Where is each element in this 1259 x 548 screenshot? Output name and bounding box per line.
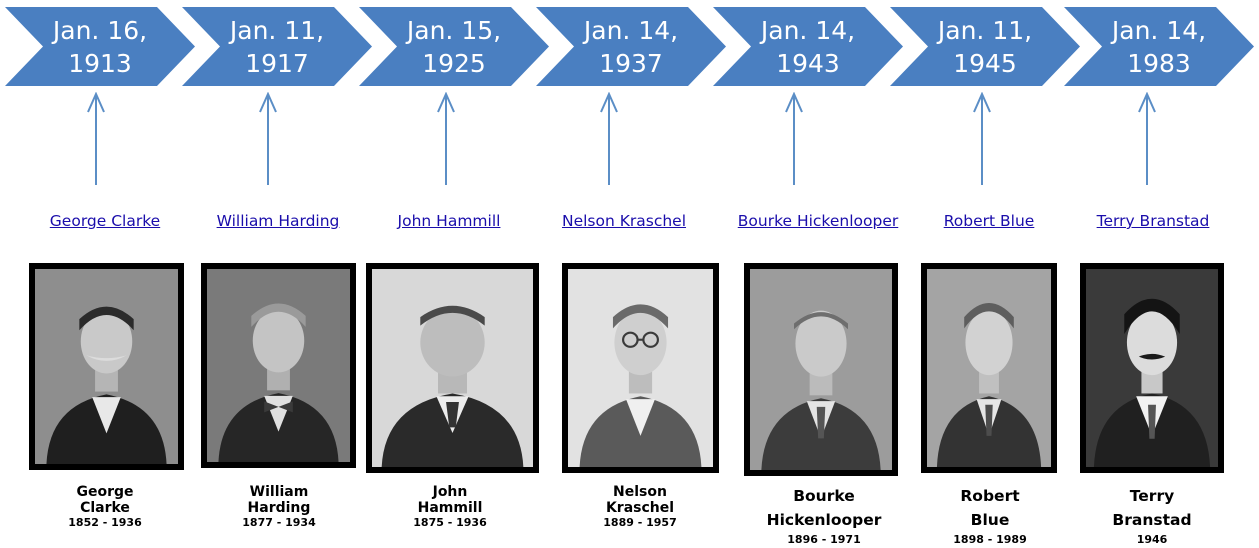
date-chevron-1943: Jan. 14, 1943 bbox=[713, 7, 903, 86]
date-chevron-1983: Jan. 14, 1983 bbox=[1064, 7, 1254, 86]
link-terry-branstad[interactable]: Terry Branstad bbox=[1096, 212, 1210, 230]
up-arrow-icon bbox=[437, 92, 455, 185]
date-line2: 1913 bbox=[68, 48, 132, 78]
portrait-photo bbox=[750, 269, 892, 470]
link-john-hammill[interactable]: John Hammill bbox=[397, 212, 501, 230]
caption-first-name: Robert bbox=[960, 487, 1020, 505]
portrait-robert-blue bbox=[921, 263, 1057, 473]
date-line1: Jan. 14, bbox=[1111, 15, 1207, 45]
date-chevron-1917: Jan. 11, 1917 bbox=[182, 7, 372, 86]
caption-first-name: William bbox=[249, 484, 309, 500]
portrait-john-hammill bbox=[366, 263, 539, 473]
date-line1: Jan. 11, bbox=[229, 15, 325, 45]
link-george-clarke[interactable]: George Clarke bbox=[49, 212, 161, 230]
caption-robert-blue: Robert Blue 1898 - 1989 bbox=[915, 484, 1065, 548]
portrait-photo bbox=[568, 269, 713, 467]
date-line2: 1937 bbox=[599, 48, 663, 78]
caption-first-name: Terry bbox=[1129, 487, 1175, 505]
portrait-photo bbox=[927, 269, 1051, 467]
date-chevron-1937: Jan. 14, 1937 bbox=[536, 7, 726, 86]
portrait-terry-branstad bbox=[1080, 263, 1224, 473]
caption-last-name: Kraschel bbox=[605, 500, 675, 516]
date-chevron-1913: Jan. 16, 1913 bbox=[5, 7, 195, 86]
portrait-bourke-hickenlooper bbox=[744, 263, 898, 476]
date-line1: Jan. 16, bbox=[52, 15, 148, 45]
caption-last-name: Hickenlooper bbox=[766, 511, 882, 529]
caption-years: 1877 - 1934 bbox=[242, 516, 316, 529]
caption-first-name: Nelson bbox=[613, 484, 667, 500]
caption-years: 1898 - 1989 bbox=[953, 533, 1027, 546]
caption-last-name: Hammill bbox=[417, 500, 483, 516]
caption-last-name: Branstad bbox=[1112, 511, 1192, 529]
caption-first-name: George bbox=[76, 484, 134, 500]
caption-john-hammill: John Hammill 1875 - 1936 bbox=[375, 484, 525, 529]
portrait-nelson-kraschel bbox=[562, 263, 719, 473]
date-line2: 1983 bbox=[1127, 48, 1191, 78]
caption-terry-branstad: Terry Branstad 1946 bbox=[1077, 484, 1227, 548]
portrait-photo bbox=[1086, 269, 1218, 467]
caption-nelson-kraschel: Nelson Kraschel 1889 - 1957 bbox=[565, 484, 715, 529]
caption-william-harding: William Harding 1877 - 1934 bbox=[204, 484, 354, 529]
date-line1: Jan. 11, bbox=[937, 15, 1033, 45]
up-arrow-icon bbox=[87, 92, 105, 185]
portrait-photo bbox=[207, 269, 350, 462]
date-line2: 1943 bbox=[776, 48, 840, 78]
date-line1: Jan. 15, bbox=[406, 15, 502, 45]
portrait-photo bbox=[372, 269, 533, 467]
link-robert-blue[interactable]: Robert Blue bbox=[943, 212, 1035, 230]
date-line2: 1945 bbox=[953, 48, 1017, 78]
up-arrow-icon bbox=[973, 92, 991, 185]
link-william-harding[interactable]: William Harding bbox=[216, 212, 340, 230]
date-line2: 1925 bbox=[422, 48, 486, 78]
caption-years: 1896 - 1971 bbox=[787, 533, 861, 546]
date-line1: Jan. 14, bbox=[760, 15, 856, 45]
date-chevron-1945: Jan. 11, 1945 bbox=[890, 7, 1080, 86]
caption-years: 1889 - 1957 bbox=[603, 516, 677, 529]
link-nelson-kraschel[interactable]: Nelson Kraschel bbox=[561, 212, 687, 230]
portrait-george-clarke bbox=[29, 263, 184, 470]
up-arrow-icon bbox=[600, 92, 618, 185]
up-arrow-icon bbox=[785, 92, 803, 185]
caption-years: 1946 bbox=[1136, 533, 1168, 546]
up-arrow-icon bbox=[259, 92, 277, 185]
caption-first-name: John bbox=[432, 484, 468, 500]
link-bourke-hickenlooper[interactable]: Bourke Hickenlooper bbox=[737, 212, 899, 230]
caption-last-name: Harding bbox=[247, 500, 311, 516]
portrait-william-harding bbox=[201, 263, 356, 468]
caption-bourke-hickenlooper: Bourke Hickenlooper 1896 - 1971 bbox=[749, 484, 899, 548]
caption-last-name: Clarke bbox=[80, 500, 130, 516]
caption-years: 1875 - 1936 bbox=[413, 516, 487, 529]
date-chevron-1925: Jan. 15, 1925 bbox=[359, 7, 549, 86]
date-line1: Jan. 14, bbox=[583, 15, 679, 45]
caption-george-clarke: George Clarke 1852 - 1936 bbox=[30, 484, 180, 529]
caption-years: 1852 - 1936 bbox=[68, 516, 142, 529]
portrait-photo bbox=[35, 269, 178, 464]
date-line2: 1917 bbox=[245, 48, 309, 78]
up-arrow-icon bbox=[1138, 92, 1156, 185]
caption-first-name: Bourke bbox=[793, 487, 855, 505]
caption-last-name: Blue bbox=[970, 511, 1010, 529]
